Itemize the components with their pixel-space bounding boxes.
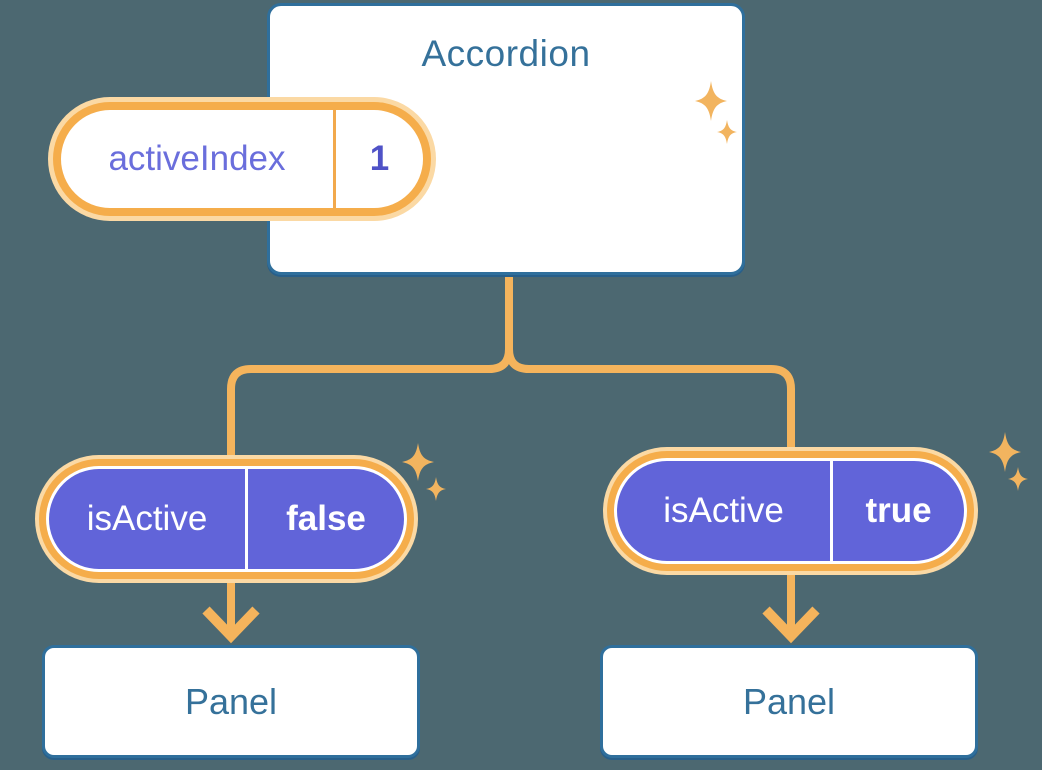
panel-box-right: Panel [600,645,978,758]
panel-box-left: Panel [42,645,420,758]
sparkle-icon [426,477,446,501]
state-pill-activeindex: activeIndex 1 [48,97,436,221]
prop-name-label: isActive [663,491,784,530]
sparkle-icon [989,432,1021,472]
pill-divider [830,461,833,561]
state-name-label: activeIndex [108,139,286,178]
arrow-down-icon [202,606,260,644]
prop-pill-isactive-true: isActive true [603,447,978,575]
prop-name-label: isActive [86,499,208,538]
state-value-label: 1 [369,139,390,178]
prop-value-label: true [865,491,932,530]
sparkle-icon [402,443,434,481]
prop-value-label: false [286,499,366,538]
pill-divider [333,110,336,208]
accordion-title: Accordion [421,33,591,74]
sparkle-icon [1008,467,1028,491]
arrow-down-icon [762,606,820,644]
prop-pill-isactive-false: isActive false [35,455,418,583]
